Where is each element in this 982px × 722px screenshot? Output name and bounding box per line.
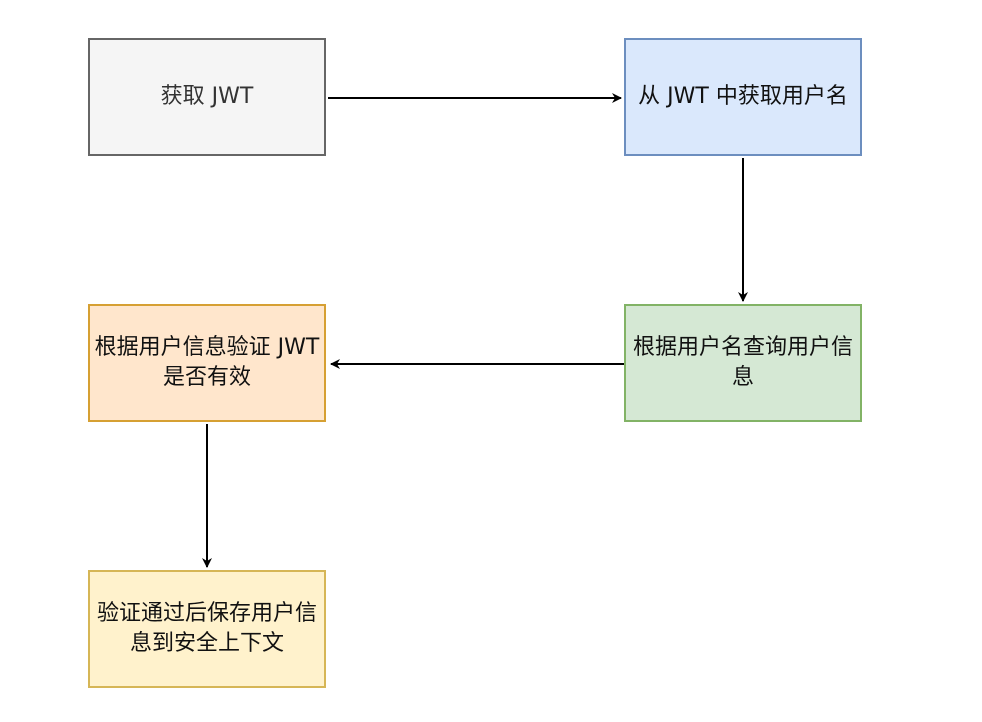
node-save-security-context[interactable]: 验证通过后保存用户信息到安全上下文 [88,570,326,688]
node-extract-username[interactable]: 从 JWT 中获取用户名 [624,38,862,156]
node-label: 获取 JWT [160,84,254,109]
node-label: 根据用户名查询用户信息 [632,335,853,390]
node-get-jwt[interactable]: 获取 JWT [88,38,326,156]
node-label: 根据用户信息验证 JWT 是否有效 [94,335,320,390]
node-validate-jwt[interactable]: 根据用户信息验证 JWT 是否有效 [88,304,326,422]
node-label: 验证通过后保存用户信息到安全上下文 [96,601,317,656]
node-query-user-info[interactable]: 根据用户名查询用户信息 [624,304,862,422]
node-label: 从 JWT 中获取用户名 [638,84,848,109]
